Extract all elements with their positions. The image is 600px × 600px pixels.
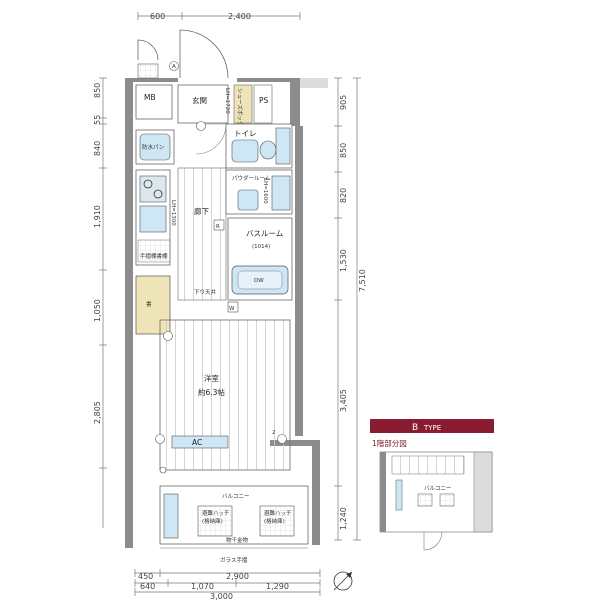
dim-right-1530: 1,530 xyxy=(339,249,348,272)
outer-walls xyxy=(125,78,328,548)
handrail-fitting-label: 物干金物 xyxy=(226,536,249,544)
dim-right-850: 850 xyxy=(339,143,348,158)
dim-left-55: 55 xyxy=(93,115,102,125)
dim-bottom-1290: 1,290 xyxy=(266,582,289,591)
type-badge-letter: B xyxy=(412,423,418,433)
ps-label: PS xyxy=(259,96,269,105)
circle-marker-2: 2 xyxy=(272,430,276,436)
north-arrow-icon xyxy=(333,571,353,591)
hatch-left-line2: (格納庫) xyxy=(202,517,223,525)
bath-room-label: バスルーム xyxy=(246,229,283,238)
dim-bottom-640: 640 xyxy=(140,582,155,591)
powder-room-label: パウダールーム xyxy=(232,174,271,182)
mb-label: MB xyxy=(144,93,156,102)
dim-right-3405: 3,405 xyxy=(339,389,348,412)
dim-left-2805: 2,805 xyxy=(93,401,102,424)
shoe-box-label: シューズボックス xyxy=(236,88,244,132)
dimension-lines xyxy=(99,12,361,596)
bath-room: バスルーム (1014) xyxy=(227,217,293,301)
hatch-right-line2: (格納庫) xyxy=(264,517,285,525)
hatch-left-line1: 避難ハッチ xyxy=(202,509,230,517)
mb-room: MB xyxy=(135,63,173,120)
hallway: 廊下 xyxy=(177,123,227,301)
dim-right-905: 905 xyxy=(339,95,348,110)
dim-right-7510: 7,510 xyxy=(358,269,367,292)
partial-plan-title: 1階部分図 xyxy=(372,438,407,448)
hatch-right-line1: 避難ハッチ xyxy=(264,509,292,517)
bath-size: (1014) xyxy=(252,244,270,250)
entry-door xyxy=(137,29,229,79)
lh-hall: LH=1300 xyxy=(170,200,176,226)
entrance: 玄関 xyxy=(177,84,229,124)
western-room: 洋室 約6.3帖 AC xyxy=(159,319,291,471)
glass-handrail-label: ガラス手摺 xyxy=(220,556,248,564)
washer-area: 防水パン xyxy=(135,129,175,165)
dim-bottom-3000: 3,000 xyxy=(210,592,233,600)
washer-marker: W xyxy=(229,306,235,312)
refrigerator-icon: R xyxy=(216,224,220,230)
entrance-label: 玄関 xyxy=(192,95,207,105)
lh-powder: LH=1600 xyxy=(262,178,268,204)
type-badge: B TYPE xyxy=(370,419,494,433)
type-badge-word: TYPE xyxy=(423,424,441,432)
shoe-box: シューズボックス LH=1720 PS xyxy=(224,84,273,132)
waterproof-pan-label: 防水パン xyxy=(142,143,165,151)
closet-label: 書 xyxy=(146,300,152,308)
kitchen: 手摺棚書棚 LH=1300 xyxy=(135,169,176,266)
dim-left-1050: 1,050 xyxy=(93,299,102,322)
dim-right-820: 820 xyxy=(339,188,348,203)
western-room-label: 洋室 xyxy=(204,373,219,383)
dim-left-1910: 1,910 xyxy=(93,205,102,228)
toilet-room: トイレ xyxy=(225,123,293,169)
balcony: バルコニー 避難ハッチ (格納庫) 避難ハッチ (格納庫) 物干金物 ガラス手摺 xyxy=(159,485,309,564)
dim-left-850: 850 xyxy=(93,83,102,98)
circle-marker-a: A xyxy=(172,64,176,70)
lowered-ceiling-label: 下り天井 xyxy=(194,288,217,296)
ac-label: AC xyxy=(192,438,202,447)
dim-bottom-450: 450 xyxy=(138,572,153,581)
lh-toilet: LH=1720 xyxy=(224,88,230,114)
dimension-labels: 600 2,400 850 55 840 1,910 1,050 2,805 9… xyxy=(93,12,367,600)
western-room-size: 約6.3帖 xyxy=(198,387,225,397)
fixture-markers: R W DW A 2 xyxy=(155,61,287,474)
hand-towel-label: 手摺棚書棚 xyxy=(140,252,168,260)
balcony-label: バルコニー xyxy=(222,493,249,500)
dim-top-2400: 2,400 xyxy=(228,12,251,21)
toilet-label: トイレ xyxy=(234,129,257,138)
dw-marker: DW xyxy=(254,278,264,284)
dim-left-840: 840 xyxy=(93,141,102,156)
partial-balcony-label: バルコニー xyxy=(424,485,451,492)
dim-right-1240: 1,240 xyxy=(339,507,348,530)
outlet-icon xyxy=(159,466,167,474)
dim-top-600: 600 xyxy=(150,12,165,21)
powder-room: パウダールーム LH=1600 xyxy=(225,169,293,215)
partial-plan: バルコニー xyxy=(379,451,493,551)
hallway-label: 廊下 xyxy=(194,206,209,216)
dim-bottom-1070: 1,070 xyxy=(191,582,214,591)
dim-bottom-2900: 2,900 xyxy=(226,572,249,581)
